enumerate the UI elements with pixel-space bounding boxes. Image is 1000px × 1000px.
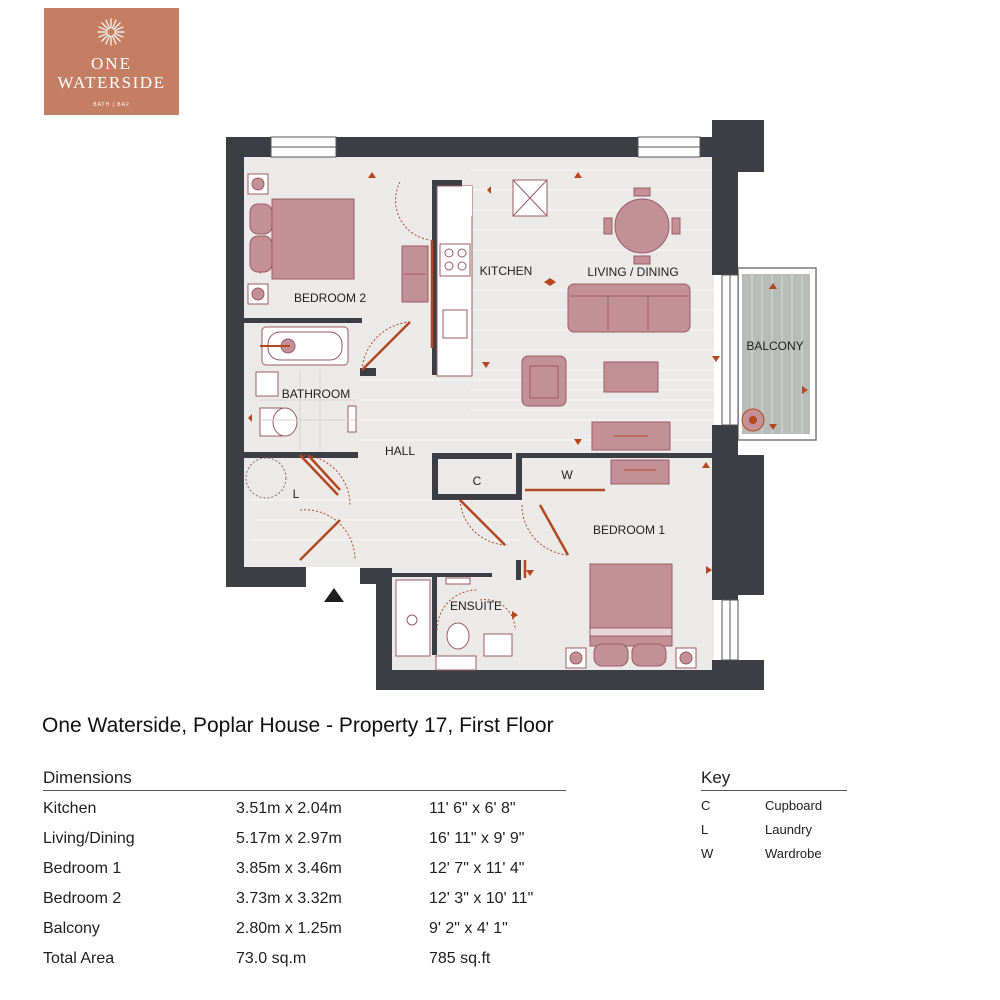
living-furniture [521, 187, 691, 451]
list-item: L Laundry [701, 817, 822, 841]
entrance-icon [324, 588, 344, 602]
door-leaves [299, 240, 605, 578]
key-table: C Cupboard L Laundry W Wardrobe [701, 793, 822, 865]
room-name: Kitchen [43, 800, 97, 817]
room-label-balcony: BALCONY [746, 339, 803, 353]
brand-logo: ONE WATERSIDE BATH | BA2 [44, 8, 179, 115]
dimensions-heading: Dimensions [43, 768, 132, 787]
room-imperial: 12' 3" x 10' 11" [429, 890, 534, 907]
floor-plan: BEDROOM 2 KITCHEN LIVING / DINING BALCON… [226, 120, 817, 690]
room-metric: 3.51m x 2.04m [236, 800, 342, 817]
room-label-laundry: L [293, 487, 300, 501]
ensuite-fixtures [395, 577, 513, 671]
room-name: Bedroom 2 [43, 890, 122, 907]
bed-bedroom-2 [247, 173, 429, 305]
key-code: L [701, 821, 709, 837]
bathroom-tiles [260, 370, 355, 450]
room-metric: 3.73m x 3.32m [236, 890, 342, 907]
key-label: Wardrobe [765, 845, 822, 861]
room-label-ensuite: ENSUITE [450, 599, 502, 613]
table-row: Bedroom 1 3.85m x 3.46m 12' 7" x 11' 4" [43, 854, 603, 884]
room-imperial: 12' 7" x 11' 4" [429, 860, 525, 877]
table-row: Bedroom 2 3.73m x 3.32m 12' 3" x 10' 11" [43, 884, 603, 914]
room-metric: 3.85m x 3.46m [236, 860, 342, 877]
room-imperial: 785 sq.ft [429, 950, 491, 967]
key-code: W [701, 845, 714, 861]
room-label-living-dining: LIVING / DINING [587, 265, 678, 279]
room-metric: 5.17m x 2.97m [236, 830, 342, 847]
room-label-cupboard: C [473, 474, 482, 488]
logo-line-2: WATERSIDE [57, 73, 166, 92]
kitchen-units [436, 179, 548, 377]
key-code: C [701, 797, 711, 813]
room-name: Bedroom 1 [43, 860, 122, 877]
room-label-kitchen: KITCHEN [480, 264, 533, 278]
room-label-wardrobe: W [561, 468, 573, 482]
table-row: Balcony 2.80m x 1.25m 9' 2" x 4' 1" [43, 914, 603, 944]
room-label-bedroom-2: BEDROOM 2 [294, 291, 366, 305]
table-row: Living/Dining 5.17m x 2.97m 16' 11" x 9'… [43, 824, 603, 854]
dimensions-divider [43, 790, 566, 791]
property-title: One Waterside, Poplar House - Property 1… [42, 714, 554, 737]
table-row: Kitchen 3.51m x 2.04m 11' 6" x 6' 8" [43, 794, 603, 824]
room-label-bathroom: BATHROOM [282, 387, 350, 401]
room-name: Living/Dining [43, 830, 135, 847]
key-label: Cupboard [765, 797, 823, 813]
key-divider [701, 790, 847, 791]
balcony [737, 267, 817, 441]
logo-line-3: BATH | BA2 [93, 102, 130, 108]
room-name: Balcony [43, 920, 100, 937]
room-label-bedroom-1: BEDROOM 1 [593, 523, 665, 537]
room-imperial: 16' 11" x 9' 9" [429, 830, 525, 847]
bed-bedroom-1 [565, 459, 697, 669]
list-item: W Wardrobe [701, 841, 822, 865]
key-heading: Key [701, 768, 731, 787]
room-imperial: 11' 6" x 6' 8" [429, 800, 516, 817]
list-item: C Cupboard [701, 793, 822, 817]
sunburst-icon [97, 18, 125, 46]
room-metric: 73.0 sq.m [236, 950, 307, 967]
walls [226, 120, 764, 690]
windows [270, 136, 739, 661]
room-label-hall: HALL [385, 444, 415, 458]
dimensions-table: Kitchen 3.51m x 2.04m 11' 6" x 6' 8" Liv… [43, 794, 603, 974]
room-imperial: 9' 2" x 4' 1" [429, 920, 508, 937]
laundry-fixtures [245, 457, 287, 499]
key-label: Laundry [765, 821, 812, 837]
room-metric: 2.80m x 1.25m [236, 920, 342, 937]
table-row: Total Area 73.0 sq.m 785 sq.ft [43, 944, 603, 974]
room-name: Total Area [43, 950, 115, 967]
logo-line-1: ONE [91, 54, 132, 73]
bathroom-fixtures [255, 326, 357, 437]
